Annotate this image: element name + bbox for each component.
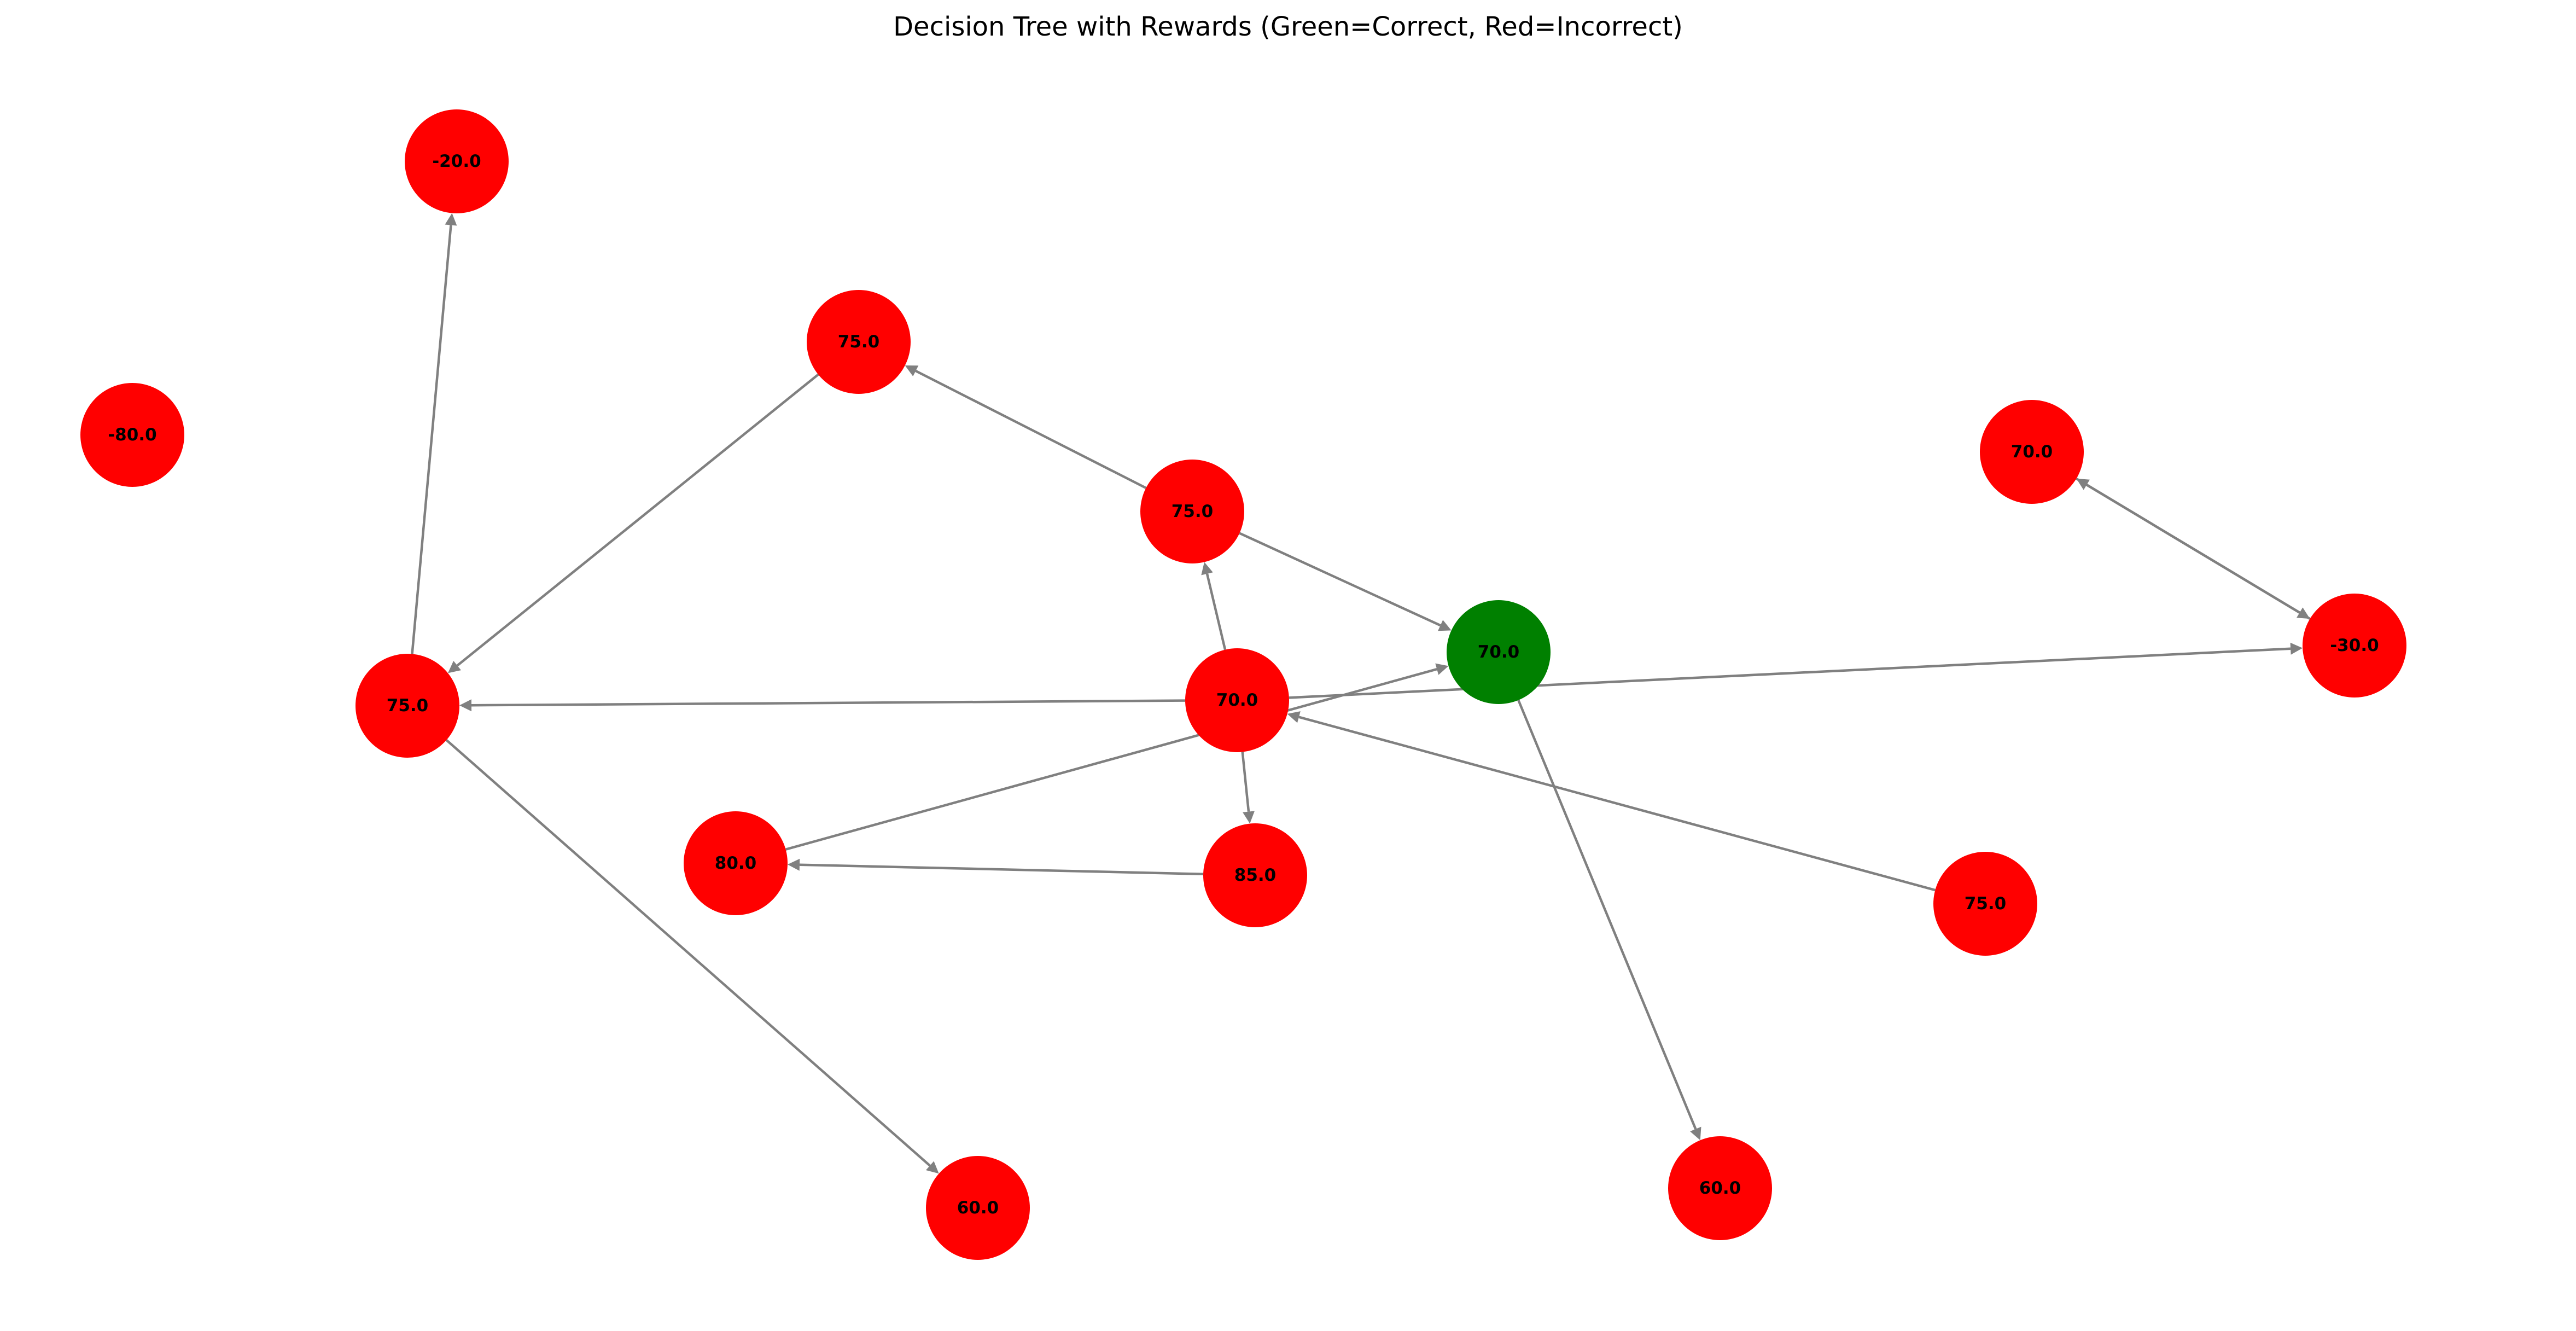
arrowhead-icon	[459, 699, 472, 712]
arrowhead-icon	[925, 1161, 939, 1174]
arrowhead-icon	[2297, 607, 2310, 619]
edge-n5-n2	[905, 365, 1147, 489]
arrowhead-icon	[447, 661, 461, 673]
arrowhead-icon	[787, 858, 800, 871]
edge-n5-n6	[1239, 532, 1452, 631]
node-circle-incorrect	[1185, 648, 1289, 752]
edges-layer	[411, 213, 2311, 1174]
figure-title: Decision Tree with Rewards (Green=Correc…	[893, 11, 1683, 42]
node-circle-incorrect	[807, 290, 911, 394]
node-circle-correct	[1447, 600, 1551, 704]
edge-n12-n9	[1287, 711, 1936, 892]
node-label: 70.0	[1216, 690, 1258, 710]
graph-node-n12: 75.0	[1933, 852, 2037, 956]
node-circle-incorrect	[1933, 852, 2037, 956]
node-circle-incorrect	[1980, 400, 2084, 504]
graph-node-n1: -20.0	[405, 109, 509, 213]
graph-node-n6: 70.0	[1447, 600, 1551, 704]
graph-node-n4: 70.0	[1980, 400, 2084, 504]
edge-n8-n1	[411, 213, 457, 654]
node-label: 85.0	[1234, 865, 1277, 885]
edge-n10-n6	[785, 663, 1449, 851]
node-label: 80.0	[715, 853, 757, 873]
edge-n9-n8	[459, 699, 1186, 712]
edge-n6-n14	[1517, 699, 1701, 1141]
edge-n8-n13	[445, 739, 939, 1174]
node-circle-incorrect	[80, 383, 184, 487]
edge-line	[1298, 716, 1936, 892]
edge-line	[785, 668, 1437, 851]
edge-line	[1241, 752, 1250, 812]
arrowhead-icon	[1243, 811, 1255, 824]
edge-line	[2076, 477, 2300, 614]
edge-line	[411, 225, 452, 654]
nodes-layer: -20.0 75.0 -80.0 70.0 75.0 70.0 -30.0 75.0 70.0 8…	[80, 109, 2406, 1260]
edge-line	[456, 373, 819, 667]
graph-node-n5: 75.0	[1140, 460, 1244, 563]
node-circle-incorrect	[405, 109, 509, 213]
node-label: -80.0	[108, 425, 156, 445]
arrowhead-icon	[1438, 620, 1452, 631]
edge-n2-n8	[447, 373, 819, 673]
arrowhead-icon	[1287, 711, 1301, 723]
edge-n11-n10	[787, 858, 1204, 876]
node-circle-incorrect	[1668, 1136, 1772, 1240]
edge-line	[1289, 647, 2291, 699]
node-label: 70.0	[1478, 642, 1520, 662]
node-circle-incorrect	[684, 811, 788, 915]
node-label: -30.0	[2330, 636, 2379, 655]
graph-node-n8: 75.0	[355, 654, 459, 758]
edge-line	[1205, 573, 1227, 650]
node-circle-incorrect	[1140, 460, 1244, 563]
edge-line	[799, 863, 1204, 876]
arrowhead-icon	[2290, 642, 2303, 655]
graph-node-n10: 80.0	[684, 811, 788, 915]
graph-node-n2: 75.0	[807, 290, 911, 394]
edge-n9-n11	[1241, 752, 1255, 824]
node-circle-incorrect	[2303, 594, 2406, 698]
edge-line	[1239, 532, 1441, 627]
edge-n4-n7	[2076, 477, 2310, 619]
node-label: 70.0	[2011, 442, 2053, 462]
arrowhead-icon	[1435, 663, 1449, 675]
graph-node-n7: -30.0	[2303, 594, 2406, 698]
graph-node-n3: -80.0	[80, 383, 184, 487]
arrowhead-icon	[1201, 562, 1213, 576]
edge-line	[1517, 699, 1697, 1130]
node-label: 60.0	[957, 1198, 999, 1218]
edge-line	[471, 699, 1186, 707]
edge-n9-n7	[1289, 642, 2303, 699]
node-label: 60.0	[1699, 1178, 1741, 1198]
node-label: 75.0	[387, 696, 429, 716]
edge-line	[915, 370, 1147, 489]
edge-line	[445, 739, 931, 1167]
node-label: 75.0	[1965, 894, 2007, 914]
arrowhead-icon	[445, 213, 457, 226]
arrowhead-icon	[905, 365, 919, 376]
node-circle-incorrect	[1203, 823, 1307, 927]
node-label: 75.0	[838, 332, 880, 352]
edge-n9-n5	[1201, 562, 1227, 650]
graph-node-n14: 60.0	[1668, 1136, 1772, 1240]
node-circle-incorrect	[926, 1156, 1030, 1260]
arrowhead-icon	[1690, 1126, 1701, 1141]
node-circle-incorrect	[355, 654, 459, 758]
graph-node-n11: 85.0	[1203, 823, 1307, 927]
graph-node-n9: 70.0	[1185, 648, 1289, 752]
node-label: 75.0	[1172, 502, 1214, 521]
node-label: -20.0	[432, 152, 481, 171]
graph-node-n13: 60.0	[926, 1156, 1030, 1260]
